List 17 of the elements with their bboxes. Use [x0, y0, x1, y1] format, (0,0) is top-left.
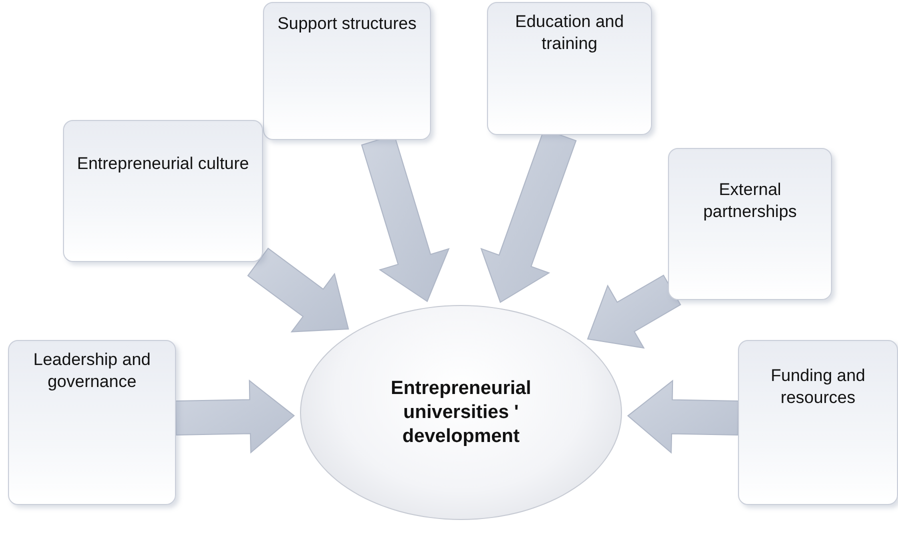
block-arrow: [587, 274, 682, 349]
factor-box: [8, 340, 176, 505]
factor-box: [668, 148, 832, 300]
block-arrow: [627, 380, 739, 454]
factor-label: Leadership and governance: [32, 349, 152, 393]
central-label: Entrepreneurial universities ' development: [390, 376, 532, 448]
factor-box: [738, 340, 898, 505]
factor-box: [63, 120, 263, 262]
factor-label: Education and training: [514, 11, 625, 55]
factor-label: Entrepreneurial culture: [76, 153, 250, 175]
factor-label: External partnerships: [702, 179, 798, 223]
factor-label: Funding and resources: [770, 365, 866, 409]
block-arrow: [247, 248, 350, 332]
factor-box: [263, 2, 431, 140]
factor-box: [487, 2, 652, 135]
block-arrow: [175, 380, 295, 454]
factor-label: Support structures: [276, 13, 418, 35]
